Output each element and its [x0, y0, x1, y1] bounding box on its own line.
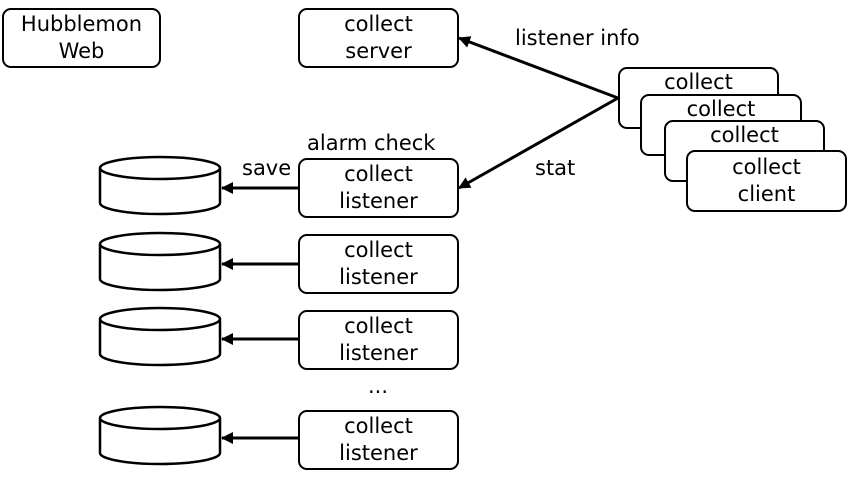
collect-listener-4-line2: listener	[339, 441, 418, 465]
collect-listener-box-1: collect listener	[298, 158, 459, 218]
ellipsis-label: ...	[368, 374, 389, 398]
collect-client-back-3-label: collect	[710, 123, 779, 147]
alarm-check-label: alarm check	[307, 131, 436, 155]
collect-server-line2: server	[345, 39, 412, 63]
database-cylinder-1	[98, 155, 222, 216]
hubblemon-web-box: Hubblemon Web	[2, 8, 161, 68]
collect-listener-3-line2: listener	[339, 341, 418, 365]
collect-listener-1-line2: listener	[339, 189, 418, 213]
collect-server-box: collect server	[298, 8, 459, 68]
save-label: save	[242, 156, 292, 180]
hubblemon-web-line2: Web	[58, 39, 105, 63]
collect-listener-box-3: collect listener	[298, 310, 459, 370]
collect-listener-2-line1: collect	[344, 238, 413, 262]
listener-info-label: listener info	[515, 26, 640, 50]
database-cylinder-3	[98, 306, 222, 367]
collect-listener-4-line1: collect	[344, 414, 413, 438]
collect-listener-box-4: collect listener	[298, 410, 459, 470]
database-cylinder-4	[98, 405, 222, 466]
collect-client-front-line1: collect	[732, 155, 801, 179]
database-cylinder-2	[98, 231, 222, 292]
collect-client-back-2-label: collect	[686, 97, 756, 121]
hubblemon-web-line1: Hubblemon	[20, 12, 143, 36]
collect-listener-1-line1: collect	[344, 162, 413, 186]
stat-label: stat	[535, 156, 576, 180]
collect-server-line1: collect	[344, 12, 413, 36]
arrow-client-to-server	[458, 36, 619, 100]
collect-listener-2-line2: listener	[339, 265, 418, 289]
collect-listener-box-2: collect listener	[298, 234, 459, 294]
collect-client-front-line2: client	[737, 182, 796, 206]
collect-client-box-front: collect client	[686, 150, 847, 212]
collect-listener-3-line1: collect	[344, 314, 413, 338]
collect-client-back-1-label: collect	[664, 70, 733, 94]
arrow-client-to-listener	[458, 96, 619, 190]
